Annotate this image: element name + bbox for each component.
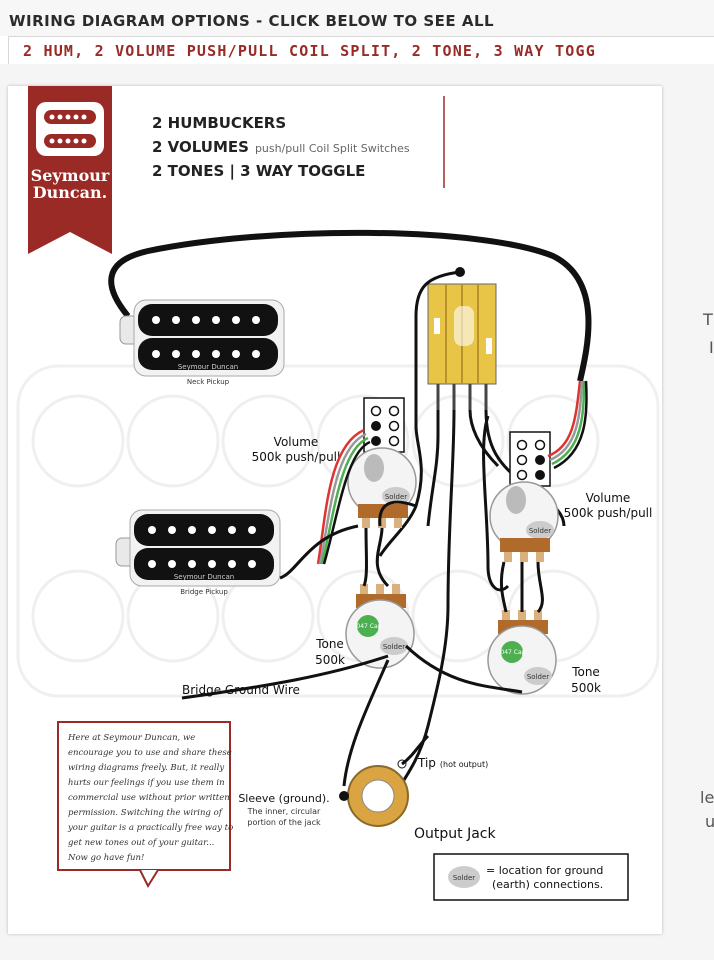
note-line: Here at Seymour Duncan, we <box>67 733 195 743</box>
side-fragment: u <box>705 812 714 831</box>
jack-tip-text: Tip <box>417 756 436 770</box>
neck-pickup-cable <box>108 229 592 382</box>
output-jack-label: Output Jack <box>414 826 496 842</box>
header-line1: 2 HUMBUCKERS <box>152 114 286 132</box>
three-way-toggle[interactable] <box>427 283 497 410</box>
solder-legend: Solder = location for ground (earth) con… <box>433 853 629 901</box>
usage-note: Here at Seymour Duncan, we encourage you… <box>57 721 236 889</box>
jack-sleeve-note2: portion of the jack <box>247 818 321 827</box>
tone-bridge-solder-label: Solder <box>527 673 549 681</box>
side-fragment: le <box>700 788 714 807</box>
legend-line1: = location for ground <box>486 864 603 877</box>
jack-sleeve-note1: The inner, circular <box>247 807 321 816</box>
jack-tip-note: (hot output) <box>440 760 488 769</box>
brand-line2: Duncan. <box>33 183 107 202</box>
side-fragment: I <box>709 338 714 357</box>
note-line: get new tones out of your guitar... <box>68 838 214 848</box>
tone-neck-solder-label: Solder <box>383 643 405 651</box>
neck-pickup[interactable]: Seymour Duncan Neck Pickup <box>119 299 285 386</box>
volume-pot-neck[interactable]: Solder <box>347 447 417 528</box>
note-line: commercial use without prior written <box>68 793 230 803</box>
push-pull-switch-bridge[interactable] <box>509 431 551 487</box>
toggle-wires <box>378 270 566 807</box>
note-line: hurts our feelings if you use them in <box>68 778 225 788</box>
legend-line2: (earth) connections. <box>492 878 603 891</box>
volume-neck-label-1: Volume <box>274 435 319 449</box>
tone-neck-label-2: 500k <box>315 653 345 667</box>
volume-neck-label-2: 500k push/pull <box>252 450 341 464</box>
diagram-link[interactable]: 2 HUM, 2 VOLUME PUSH/PULL COIL SPLIT, 2 … <box>8 36 714 66</box>
tone-pot-bridge[interactable]: .047 Cap Solder <box>487 610 557 695</box>
volume-bridge-label-1: Volume <box>586 491 631 505</box>
bridge-ground-label: Bridge Ground Wire <box>182 683 300 697</box>
header-line2-bold: 2 VOLUMES <box>152 138 249 156</box>
tone-neck-cap-label: .047 Cap <box>355 623 382 630</box>
output-jack[interactable] <box>339 759 409 827</box>
jack-tip-label: Tip (hot output) <box>417 756 488 770</box>
diagram-sheet[interactable]: Seymour Duncan. 2 HUMBUCKERS 2 VOLUMES pu… <box>8 86 662 934</box>
tone-bridge-label-1: Tone <box>571 665 600 679</box>
brand-line1: Seymour <box>31 166 110 185</box>
neck-pickup-label: Neck Pickup <box>187 378 230 386</box>
bridge-pickup[interactable]: Seymour Duncan Bridge Pickup <box>115 509 281 596</box>
note-line: Now go have fun! <box>67 853 144 863</box>
page-title: WIRING DIAGRAM OPTIONS - CLICK BELOW TO … <box>9 12 495 30</box>
header-line2-small: push/pull Coil Split Switches <box>255 142 410 155</box>
tone-neck-label-1: Tone <box>315 637 344 651</box>
legend-solder-icon-label: Solder <box>453 874 475 882</box>
note-line: your guitar is a practically free way to <box>67 823 233 833</box>
neck-pickup-brand: Seymour Duncan <box>178 363 238 371</box>
note-line: encourage you to use and share these <box>68 748 232 758</box>
hookup-wires <box>181 415 544 787</box>
note-line: permission. Switching the wiring of <box>68 808 224 818</box>
volume-bridge-label-2: 500k push/pull <box>564 506 653 520</box>
bridge-pickup-brand: Seymour Duncan <box>174 573 234 581</box>
diagram-link-label: 2 HUM, 2 VOLUME PUSH/PULL COIL SPLIT, 2 … <box>23 42 596 60</box>
volume-neck-solder-label: Solder <box>385 493 407 501</box>
volume-pot-bridge[interactable]: Solder <box>489 481 559 562</box>
header-line3: 2 TONES | 3 WAY TOGGLE <box>152 162 365 181</box>
tip-wire <box>401 734 430 766</box>
side-fragment: T <box>703 310 713 329</box>
note-line: wiring diagrams freely. But, it really <box>68 763 224 773</box>
tone-bridge-cap-label: .047 Cap <box>499 649 526 656</box>
volume-bridge-solder-label: Solder <box>529 527 551 535</box>
tone-bridge-label-2: 500k <box>571 681 601 695</box>
seymour-duncan-logo[interactable]: Seymour Duncan. <box>28 86 112 254</box>
tone-pot-neck[interactable]: .047 Cap Solder <box>345 584 415 669</box>
jack-sleeve-label: Sleeve (ground). <box>238 792 329 805</box>
top-bar <box>0 0 714 36</box>
usage-note-text: Here at Seymour Duncan, we encourage you… <box>67 733 236 863</box>
wiring-diagram: Seymour Duncan. 2 HUMBUCKERS 2 VOLUMES pu… <box>16 86 660 901</box>
header-line2: 2 VOLUMES push/pull Coil Split Switches <box>152 138 410 156</box>
pickup-leads <box>316 380 588 565</box>
push-pull-switch-neck[interactable] <box>363 397 405 453</box>
bridge-pickup-label: Bridge Pickup <box>180 588 228 596</box>
